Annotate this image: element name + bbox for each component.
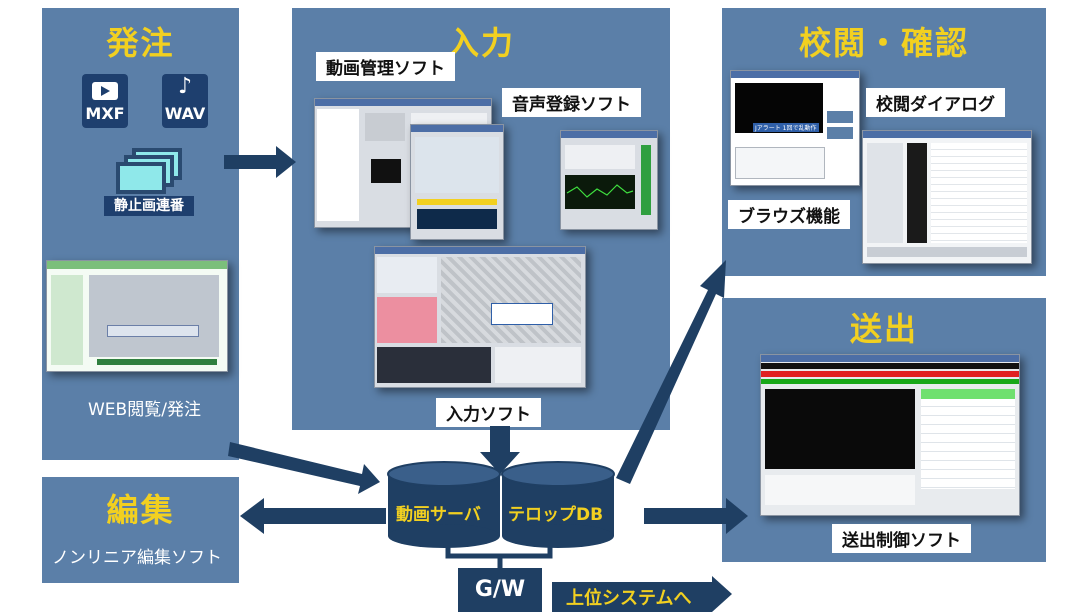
edit-title: 編集 (106, 491, 175, 529)
wav-label: WAV (164, 104, 206, 123)
gateway-label: G/W (474, 577, 526, 602)
mxf-file-icon: MXF (82, 74, 128, 128)
music-note-icon: ♪ (177, 74, 193, 99)
send-title: 送出 (849, 310, 918, 348)
alert-text: Jアラート 1回で乱動作 (753, 123, 819, 132)
review-dialog-label: 校閲ダイアログ (866, 88, 1005, 117)
review-title: 校閲・確認 (798, 24, 969, 62)
web-order-screenshot (46, 260, 228, 372)
order-title: 発注 (106, 24, 175, 62)
video-mgmt-label: 動画管理ソフト (316, 52, 455, 81)
edit-panel: 編集 ノンリニア編集ソフト (42, 477, 239, 583)
video-server-label: 動画サーバ (396, 505, 481, 525)
mxf-label: MXF (85, 104, 125, 123)
video-preview-window (410, 124, 504, 240)
input-soft-label: 入力ソフト (436, 398, 541, 427)
gateway-box: G/W (458, 568, 542, 612)
send-control-window (760, 354, 1020, 516)
browse-label: ブラウズ機能 (728, 200, 850, 229)
upper-system-label: 上位システムへ (566, 588, 692, 609)
audio-reg-window (560, 130, 658, 230)
wav-file-icon: ♪ WAV (162, 74, 208, 128)
send-control-label: 送出制御ソフト (832, 524, 971, 553)
film-strip-icon (114, 148, 184, 196)
audio-reg-label: 音声登録ソフト (502, 88, 641, 117)
input-soft-window (374, 246, 586, 388)
input-title: 入力 (446, 24, 515, 62)
nle-label: ノンリニア編集ソフト (52, 548, 222, 568)
telop-db-label: テロップDB (508, 505, 604, 525)
still-sequence-label: 静止画連番 (104, 196, 194, 216)
review-dialog-window: Jアラート 1回で乱動作 (730, 70, 860, 186)
browse-window (862, 130, 1032, 264)
web-order-label: WEB閲覧/発注 (88, 400, 201, 420)
